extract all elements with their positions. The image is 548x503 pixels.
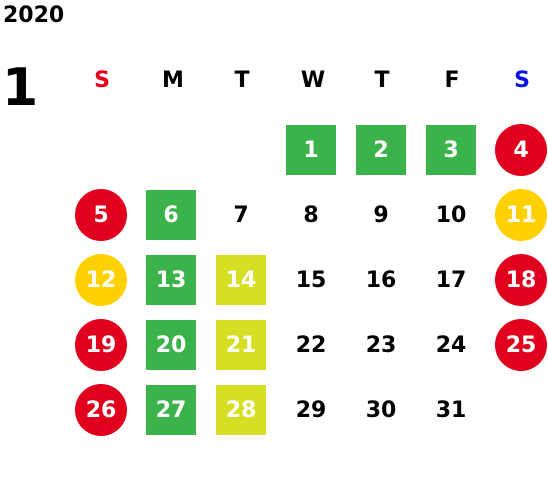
day-1[interactable]: 1 (286, 125, 336, 175)
weekday-sun: S (94, 68, 110, 93)
day-24[interactable]: 24 (435, 332, 467, 358)
weekday-wed: W (300, 68, 326, 93)
day-20[interactable]: 20 (146, 320, 196, 370)
day-27[interactable]: 27 (146, 385, 196, 435)
day-9[interactable]: 9 (373, 202, 389, 228)
weekday-tue: T (234, 68, 250, 93)
day-25[interactable]: 25 (495, 319, 547, 371)
day-19[interactable]: 19 (75, 319, 127, 371)
month-number: 1 (2, 58, 39, 118)
day-8[interactable]: 8 (303, 202, 319, 228)
weekday-mon: M (162, 68, 184, 93)
day-6[interactable]: 6 (146, 190, 196, 240)
day-3[interactable]: 3 (426, 125, 476, 175)
day-29[interactable]: 29 (295, 397, 327, 423)
day-5[interactable]: 5 (75, 189, 127, 241)
year-label: 2020 (3, 3, 65, 28)
day-18[interactable]: 18 (495, 254, 547, 306)
day-14[interactable]: 14 (216, 255, 266, 305)
day-2[interactable]: 2 (356, 125, 406, 175)
day-30[interactable]: 30 (365, 397, 397, 423)
day-12[interactable]: 12 (75, 254, 127, 306)
day-31[interactable]: 31 (435, 397, 467, 423)
weekday-thu: T (374, 68, 390, 93)
day-28[interactable]: 28 (216, 385, 266, 435)
day-23[interactable]: 23 (365, 332, 397, 358)
weekday-sat: S (514, 68, 530, 93)
day-4[interactable]: 4 (495, 124, 547, 176)
weekday-fri: F (444, 68, 460, 93)
day-21[interactable]: 21 (216, 320, 266, 370)
day-15[interactable]: 15 (295, 267, 327, 293)
day-16[interactable]: 16 (365, 267, 397, 293)
day-26[interactable]: 26 (75, 384, 127, 436)
day-10[interactable]: 10 (435, 202, 467, 228)
day-7[interactable]: 7 (233, 202, 249, 228)
day-22[interactable]: 22 (295, 332, 327, 358)
day-13[interactable]: 13 (146, 255, 196, 305)
day-17[interactable]: 17 (435, 267, 467, 293)
day-11[interactable]: 11 (495, 189, 547, 241)
